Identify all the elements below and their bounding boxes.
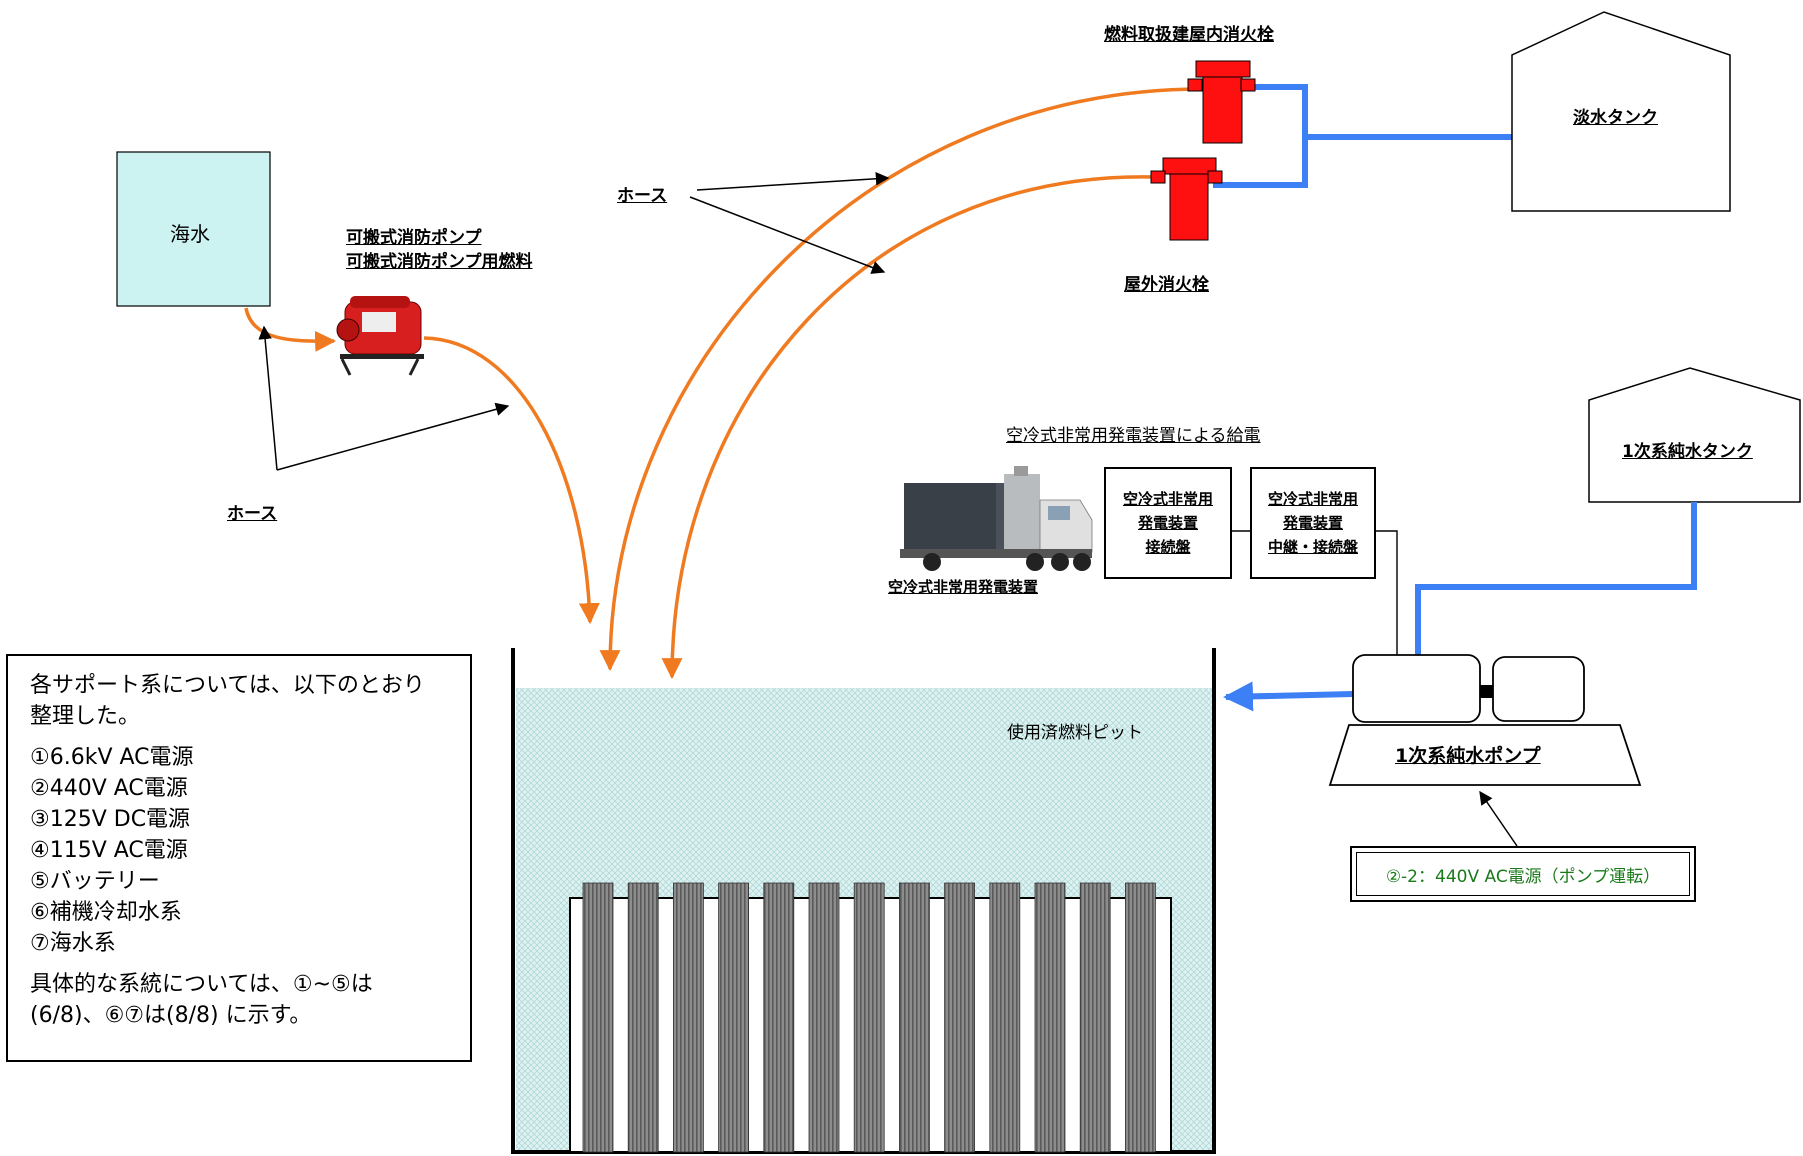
hose-center-pointer-2 [689,196,886,274]
primary-tank-label: 1次系純水タンク [1622,442,1753,462]
power-note-pointer [1479,790,1518,847]
note-item-6: ⑥補機冷却水系 [30,900,182,925]
note-item-3: ③125V DC電源 [30,807,191,832]
fuel-assembly [1079,882,1111,1153]
primary-pump-equipment [1328,654,1642,786]
hose-left-pointer-2 [276,402,510,471]
hose-pump-to-pit [423,336,600,625]
fuel-assembly [582,882,614,1153]
fuel-assembly [989,882,1021,1153]
panel2-line1: 空冷式非常用 [1267,490,1358,508]
generator-relay-panel: 空冷式非常用 発電装置 中継・接続盤 [1250,467,1376,579]
fuel-assembly [808,882,840,1153]
outdoor-hydrant-icon [1150,157,1223,241]
hose-center-label: ホース [617,186,668,206]
fuel-assembly [718,882,749,1153]
fuel-assemblies [582,882,1156,1153]
portable-pump-label-line1: 可搬式消防ポンプ [346,228,482,248]
hose-left-pointer [258,325,278,471]
primary-water-pipe [1415,502,1697,657]
hose-outdoor-hydrant-to-pit [661,175,1156,680]
note-item-7: ⑦海水系 [30,931,116,956]
fuel-assembly [853,882,885,1153]
panel2-line3: 中継・接続盤 [1267,538,1358,556]
note-intro-1: 各サポート系については、以下のとおり [30,673,425,698]
primary-pump-label: 1次系純水ポンプ [1395,745,1541,767]
spent-fuel-pit [511,648,1216,1154]
note-outro-1: 具体的な系統については、①~⑤は [30,972,373,997]
note-outro-2: (6/8)、⑥⑦は(8/8) に示す。 [30,1003,312,1028]
panel1-line1: 空冷式非常用 [1122,490,1213,508]
fuel-assembly [673,882,704,1153]
note-item-4: ④115V AC電源 [30,838,188,863]
note-intro-2: 整理した。 [30,704,141,729]
pump-power-note-text: ②-2：440V AC電源（ポンプ運転） [1356,852,1690,896]
hose-indoor-hydrant-to-pit [599,87,1201,672]
fuel-assembly [944,882,975,1153]
generator-label: 空冷式非常用発電装置 [888,578,1039,596]
indoor-hydrant-label: 燃料取扱建屋内消火栓 [1104,25,1274,45]
freshwater-pipe [1213,84,1512,188]
fuel-assembly [1125,882,1156,1153]
primary-water-tank-shape [1588,367,1801,503]
note-item-1: ①6.6kV AC電源 [30,745,194,770]
fuel-assembly [627,882,659,1153]
freshwater-tank-label: 淡水タンク [1573,108,1658,128]
hose-seawater-to-pump [244,307,337,352]
note-item-5: ⑤バッテリー [30,869,160,894]
seawater-label: 海水 [170,222,210,246]
panel1-line2: 発電装置 [1137,514,1198,532]
fuel-assembly [1034,882,1066,1153]
panel1-line3: 接続盤 [1145,538,1191,556]
portable-pump-label-line2: 可搬式消防ポンプ用燃料 [346,252,533,272]
generator-truck-icon [900,466,1093,571]
hose-center-pointer-1 [696,172,890,191]
support-systems-note: 各サポート系については、以下のとおり 整理した。 ①6.6kV AC電源 ②44… [6,654,472,1062]
generator-connection-panel: 空冷式非常用 発電装置 接続盤 [1104,467,1232,579]
generator-supply-title: 空冷式非常用発電装置による給電 [1006,426,1261,446]
fuel-assembly [763,882,795,1153]
portable-fire-pump-icon [336,296,424,376]
pump-to-pit-pipe [1223,681,1354,712]
panel2-line2: 発電装置 [1282,514,1343,532]
freshwater-tank-shape [1511,11,1731,212]
indoor-hydrant-icon [1187,60,1256,144]
hose-left-label: ホース [227,504,278,524]
spent-fuel-pit-label: 使用済燃料ピット [1007,723,1143,743]
outdoor-hydrant-label: 屋外消火栓 [1124,275,1209,295]
portable-pump-label: 可搬式消防ポンプ 可搬式消防ポンプ用燃料 [346,226,533,274]
fuel-assembly [899,882,930,1153]
note-item-2: ②440V AC電源 [30,776,188,801]
seawater-box [116,151,271,307]
pump-power-note: ②-2：440V AC電源（ポンプ運転） [1350,846,1696,902]
